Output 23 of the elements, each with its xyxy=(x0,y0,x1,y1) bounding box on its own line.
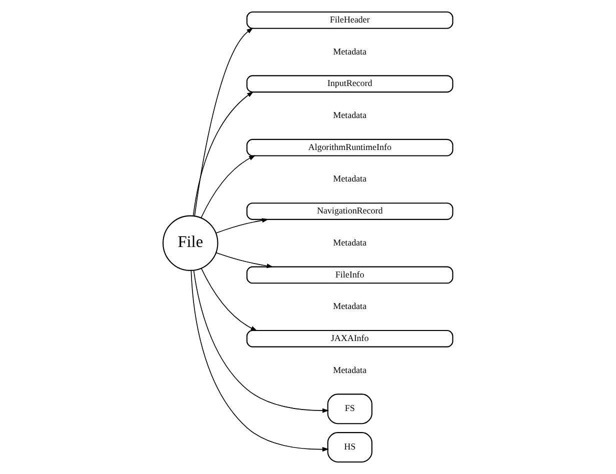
arrow xyxy=(192,91,254,216)
arrow xyxy=(193,270,329,413)
node-label: Metadata xyxy=(333,301,367,312)
arrow xyxy=(215,218,269,234)
node-box: InputRecord xyxy=(246,75,454,93)
arrow xyxy=(200,155,256,218)
arrow xyxy=(215,252,274,268)
arrow xyxy=(194,28,254,217)
arrow xyxy=(190,270,329,452)
node-box: FileHeader xyxy=(246,12,454,29)
node-label: Metadata xyxy=(333,110,367,120)
node-box: FS xyxy=(327,394,372,424)
node-box: FileInfo xyxy=(246,266,454,284)
node-box: AlgorithmRuntimeInfo xyxy=(246,138,454,156)
node-box: JAXAInfo xyxy=(246,330,454,348)
node-circle: File xyxy=(162,215,218,271)
node-label: Metadata xyxy=(333,174,367,184)
node-label: Metadata xyxy=(333,237,367,248)
node-label: Metadata xyxy=(333,364,367,375)
node-label: Metadata xyxy=(333,46,367,56)
node-box: HS xyxy=(327,432,372,462)
arrow xyxy=(200,268,258,332)
node-box: NavigationRecord xyxy=(246,202,454,220)
